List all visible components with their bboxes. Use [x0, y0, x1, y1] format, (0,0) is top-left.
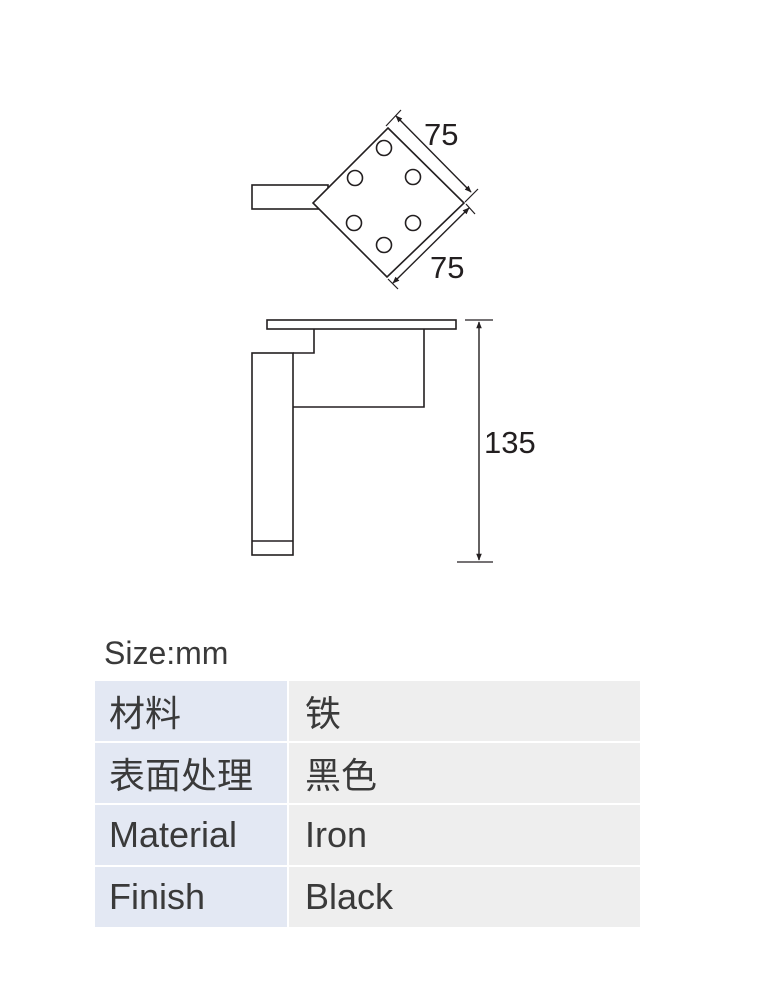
size-unit-caption: Size:mm [104, 635, 229, 671]
dimension-label-height: 135 [484, 425, 536, 460]
spec-value: 黑色 [288, 742, 640, 805]
extension-line [387, 278, 399, 290]
screw-hole [345, 214, 363, 232]
table-row: 表面处理 黑色 [95, 742, 640, 805]
spec-value: Black [288, 866, 640, 929]
bracket-arm [293, 329, 425, 408]
screw-hole [375, 236, 393, 254]
table-row: Material Iron [95, 804, 640, 867]
extension-line [464, 188, 479, 203]
dimension-arrow-lower [392, 207, 470, 284]
spec-key: Material [95, 804, 289, 867]
side-view [251, 319, 493, 563]
screw-hole [375, 139, 393, 157]
extension-line [385, 109, 402, 127]
spec-table: 材料 铁 表面处理 黑色 Material Iron Finish Black [95, 681, 640, 929]
dimension-arrow-upper [395, 115, 472, 193]
leg-body [251, 352, 294, 556]
dimension-label-lower: 75 [430, 250, 464, 285]
spec-key: Finish [95, 866, 289, 929]
spec-key: 表面处理 [95, 742, 289, 805]
top-view [251, 109, 479, 290]
extension-line [465, 203, 476, 215]
top-plate [266, 319, 457, 330]
table-row: Finish Black [95, 866, 640, 929]
technical-drawing: 75 75 135 [251, 109, 536, 563]
spec-key: 材料 [95, 681, 289, 743]
bracket-outline [293, 329, 315, 354]
table-row: 材料 铁 [95, 681, 640, 743]
dimension-label-upper: 75 [424, 117, 458, 152]
spec-value: Iron [288, 804, 640, 867]
screw-hole [346, 169, 364, 187]
spec-value: 铁 [288, 681, 640, 743]
